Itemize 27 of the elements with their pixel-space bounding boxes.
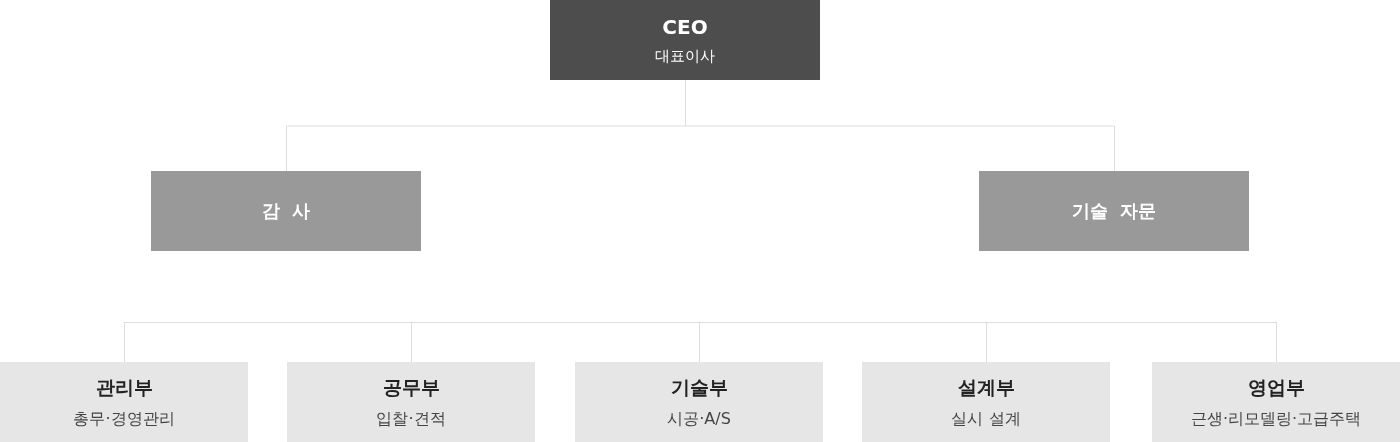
box-subtitle: 시공·A/S xyxy=(667,408,731,430)
connector-line xyxy=(124,321,125,363)
box-subtitle: 실시 설계 xyxy=(951,408,1021,430)
box-subtitle: 대표이사 xyxy=(655,46,715,66)
executive-box xyxy=(550,0,820,80)
department-box xyxy=(0,362,248,442)
box-title: 영업부 xyxy=(1247,374,1305,400)
box-title: 기술부 xyxy=(670,374,728,400)
box-subtitle: 근생·리모델링·고급주택 xyxy=(1190,408,1362,430)
box-title: 감 사 xyxy=(261,199,311,223)
connector-line xyxy=(411,321,412,363)
department-box xyxy=(287,362,535,442)
advisory-box xyxy=(151,171,421,251)
advisory-box xyxy=(979,171,1249,251)
box-title: 설계부 xyxy=(957,374,1015,400)
department-box xyxy=(575,362,823,442)
department-box xyxy=(1152,362,1400,442)
box-title: CEO xyxy=(662,14,708,39)
connector-line xyxy=(699,321,700,363)
box-title: 공무부 xyxy=(382,374,440,400)
box-subtitle: 입찰·견적 xyxy=(376,408,446,430)
connector-line xyxy=(986,321,987,363)
box-title: 기술 자문 xyxy=(1071,199,1157,223)
connector-line xyxy=(1276,321,1277,363)
box-subtitle: 총무·경영관리 xyxy=(73,408,175,430)
department-box xyxy=(862,362,1110,442)
box-title: 관리부 xyxy=(95,374,153,400)
